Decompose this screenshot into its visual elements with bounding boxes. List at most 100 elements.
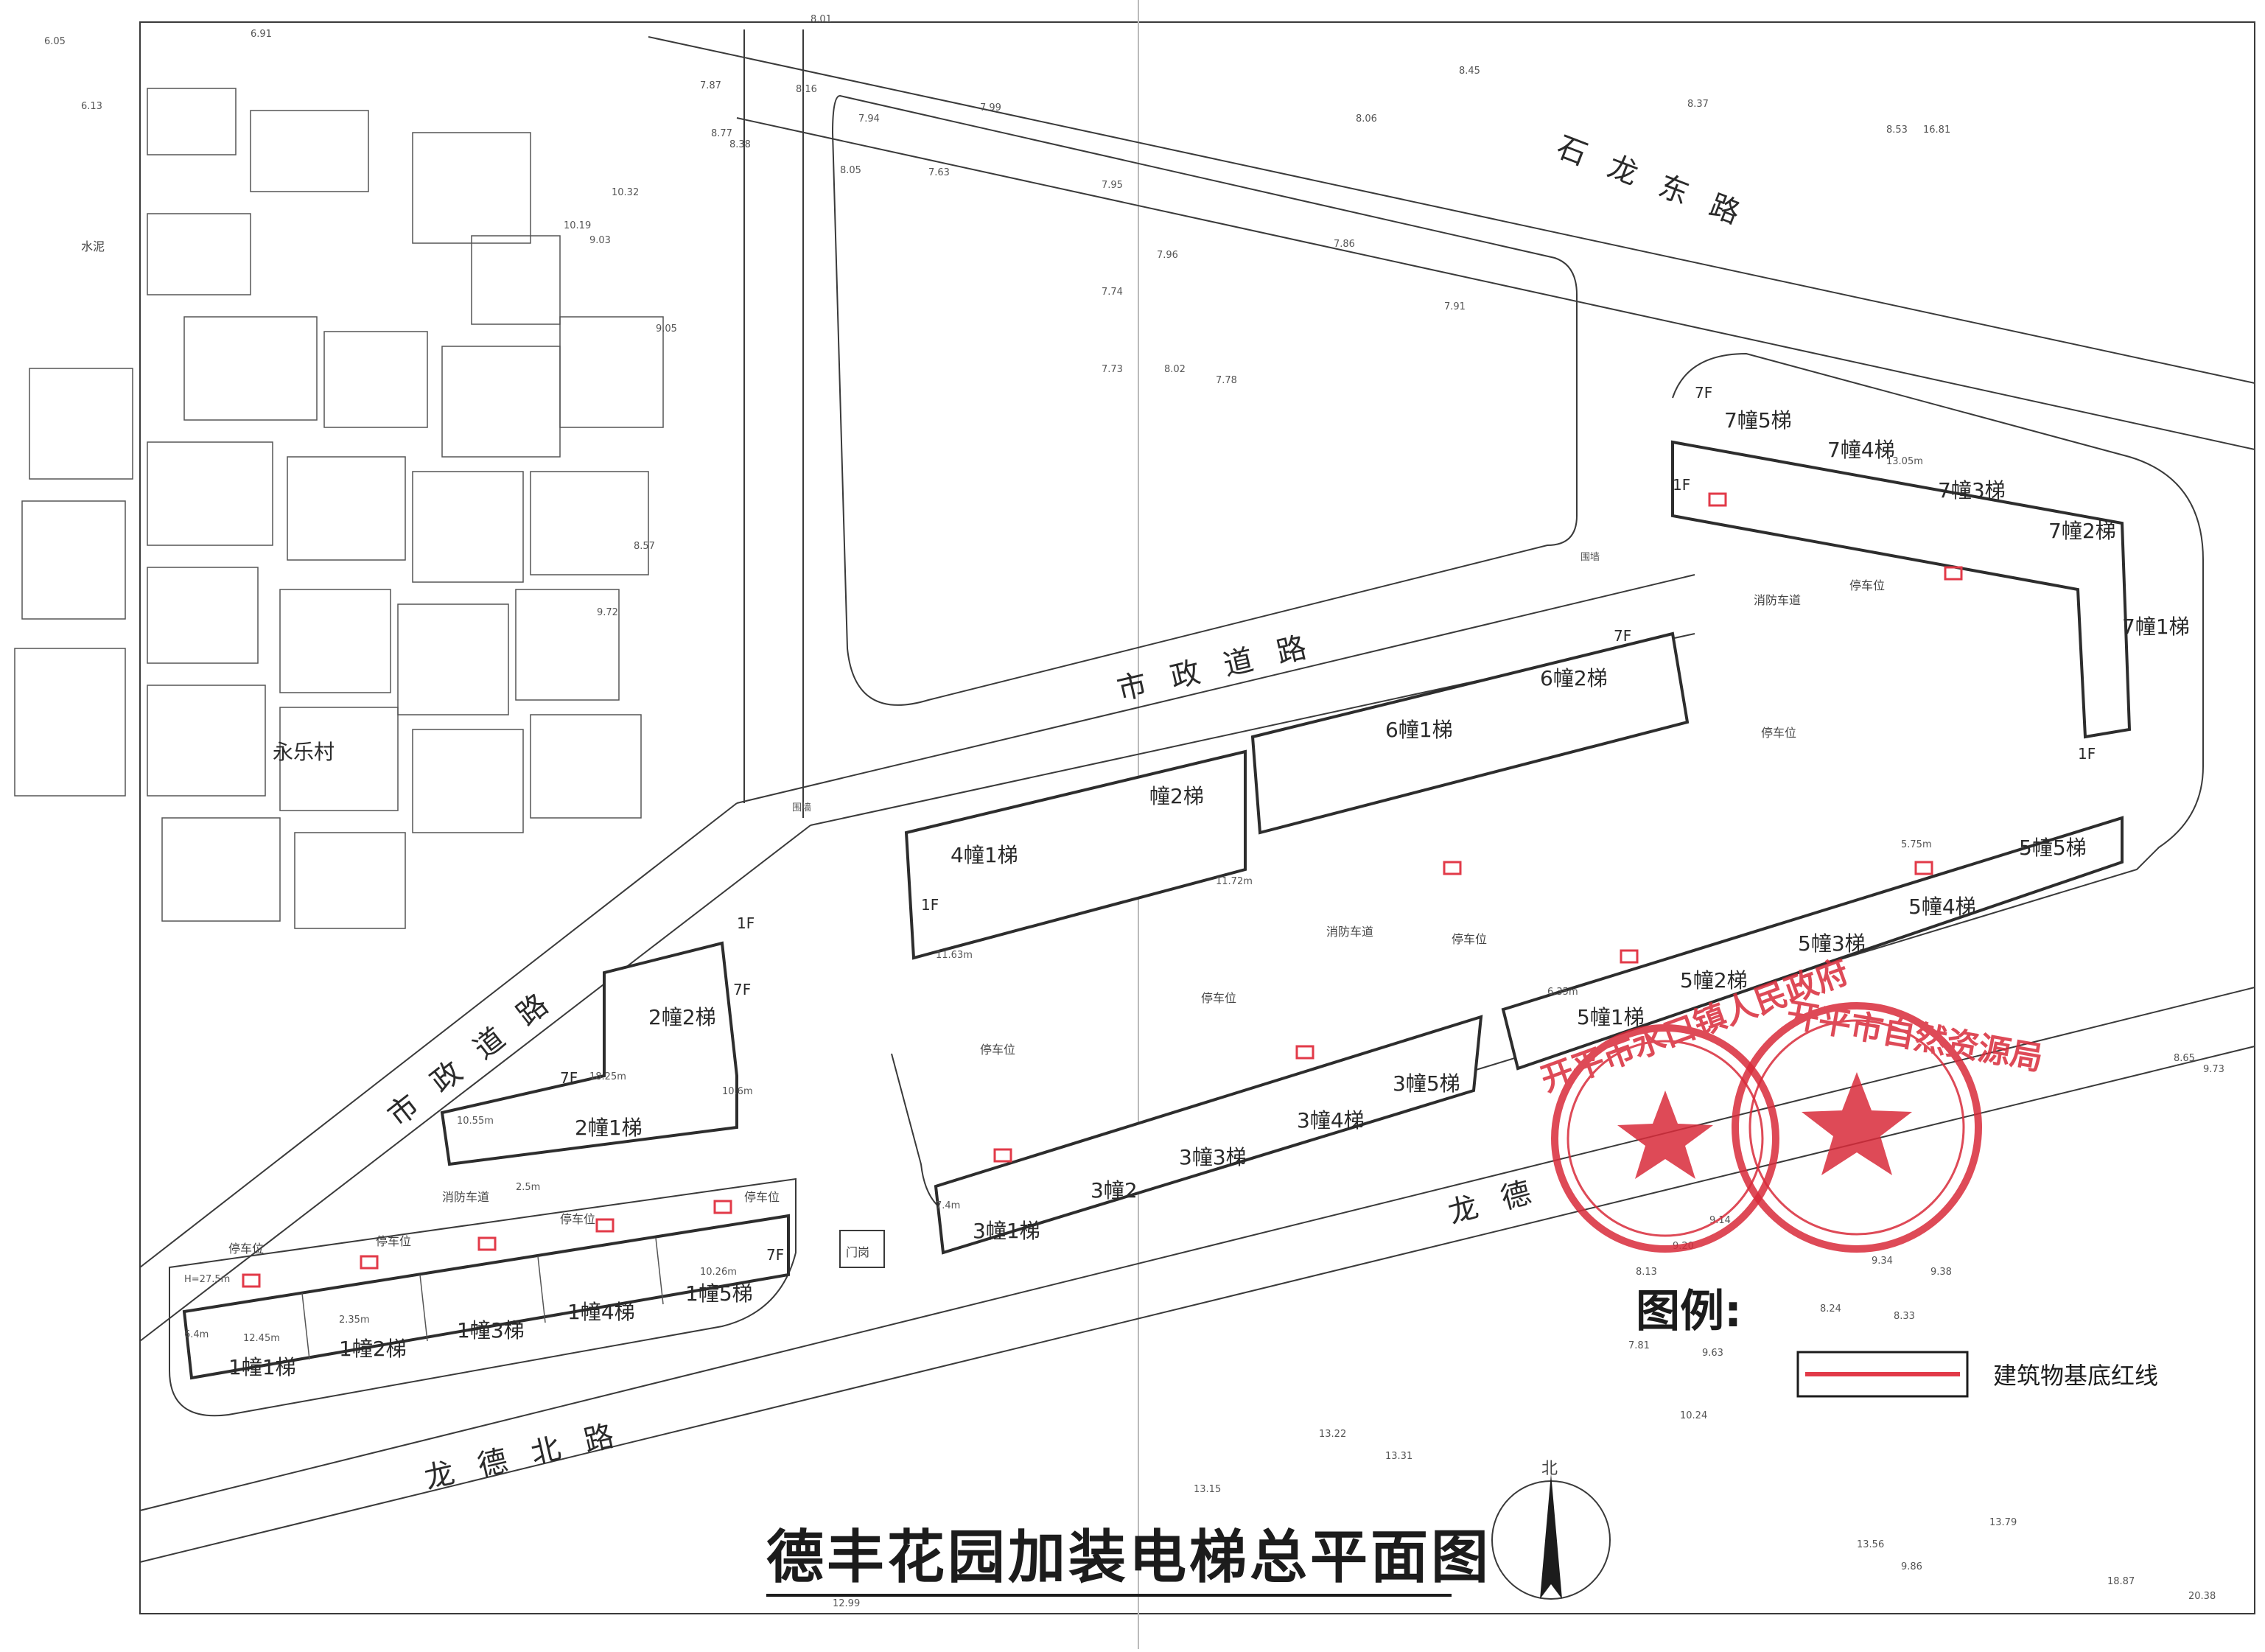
fire-lane-2: 消防车道 [1326,925,1373,939]
dim-1: 12.45m [243,1333,280,1344]
svg-text:10.32: 10.32 [612,187,639,198]
label-b5-3: 5幢3梯 [1798,931,1866,956]
svg-text:13.79: 13.79 [1989,1517,2017,1528]
label-b5-4: 5幢4梯 [1908,895,1976,919]
label-b3-5: 3幢5梯 [1393,1071,1460,1096]
svg-text:7.96: 7.96 [1157,250,1178,261]
svg-text:18.87: 18.87 [2107,1576,2135,1587]
building-7 [1671,440,2132,739]
parking-5: 停车位 [980,1043,1015,1057]
dim-9: 10.55m [457,1116,494,1127]
label-b7-4: 7幢4梯 [1827,438,1895,462]
label-b7-5: 7幢5梯 [1724,408,1792,433]
building-2 [440,941,738,1166]
floor-7f-3: 7F [733,981,751,998]
svg-text:6.05: 6.05 [44,36,66,47]
label-b6-1: 6幢1梯 [1385,718,1453,742]
label-b1-1: 1幢1梯 [228,1355,296,1379]
svg-text:13.31: 13.31 [1385,1451,1412,1462]
svg-text:9.38: 9.38 [1930,1267,1952,1278]
svg-text:7.74: 7.74 [1102,287,1123,298]
svg-text:9.72: 9.72 [597,607,618,618]
svg-text:9.03: 9.03 [589,235,611,246]
svg-text:8.13: 8.13 [1636,1267,1657,1278]
svg-text:8.53: 8.53 [1886,125,1908,136]
svg-text:9.63: 9.63 [1702,1348,1723,1359]
red-base-markers [242,492,1963,1288]
parking-1: 停车位 [228,1242,264,1256]
gate-box [839,1230,885,1268]
road-longde-north: 龙德北路 [421,1413,642,1495]
parking-8: 停车位 [1761,726,1796,740]
label-b7-2: 7幢2梯 [2048,519,2116,543]
svg-text:8.33: 8.33 [1894,1311,1915,1322]
label-b4-2: 幢2梯 [1149,784,1204,808]
svg-text:13.15: 13.15 [1194,1484,1221,1495]
label-b5-1: 5幢1梯 [1577,1005,1645,1029]
building-1 [182,1214,790,1380]
svg-text:9.34: 9.34 [1872,1256,1893,1267]
building-3 [934,1015,1483,1255]
road-municipal-center: 市政道路 [1114,625,1334,707]
village-blocks [14,88,664,929]
svg-text:7.78: 7.78 [1216,375,1237,386]
dim-2: 6.4m [184,1329,209,1340]
floor-7f-5: 7F [766,1246,784,1264]
building-5 [1501,816,2124,1071]
dim-11: 6.35m [1547,987,1578,998]
label-b2-1: 2幢1梯 [575,1116,643,1140]
svg-text:7.99: 7.99 [980,102,1001,113]
parking-4: 停车位 [744,1190,780,1204]
svg-text:7.91: 7.91 [1444,301,1466,312]
svg-text:8.65: 8.65 [2174,1053,2195,1064]
dim-15: H=27.5m [184,1274,230,1285]
label-b2-2: 2幢2梯 [648,1005,716,1029]
svg-text:20.38: 20.38 [2188,1591,2216,1602]
svg-text:8.45: 8.45 [1459,66,1480,77]
label-b3-3: 3幢3梯 [1179,1145,1247,1169]
cement-label: 水泥 [81,239,105,253]
label-b6-2: 6幢2梯 [1540,666,1608,690]
floor-7f-4: 7F [560,1069,578,1087]
svg-text:8.05: 8.05 [840,165,861,176]
svg-text:8.77: 8.77 [711,128,732,139]
floor-1f-4: 1F [921,896,939,914]
svg-text:13.22: 13.22 [1319,1429,1346,1440]
label-b3-1: 3幢1梯 [973,1219,1040,1243]
label-b5-2: 5幢2梯 [1680,968,1748,993]
label-b3-2: 3幢2 [1091,1178,1138,1203]
label-b4-1: 4幢1梯 [951,843,1018,867]
label-b7-1: 7幢1梯 [2122,615,2190,639]
floor-1f-1: 1F [1673,476,1690,494]
svg-text:7.63: 7.63 [928,167,950,178]
dim-7: 13.05m [1886,456,1923,467]
plan-title: 德丰花园加装电梯总平面图 [766,1525,1491,1591]
svg-text:8.02: 8.02 [1164,364,1186,375]
svg-text:8.38: 8.38 [729,139,751,150]
svg-text:9.73: 9.73 [2203,1064,2224,1075]
svg-text:开平市自然资源局: 开平市自然资源局 [1784,996,2046,1078]
fire-lane-1: 消防车道 [442,1190,489,1204]
svg-text:7.94: 7.94 [858,113,880,125]
stamp-natural-resources: 开平市自然资源局 [1732,996,2046,1253]
floor-1f-2: 1F [2078,745,2096,763]
svg-text:9.86: 9.86 [1901,1561,1922,1572]
parking-6: 停车位 [1201,991,1236,1005]
fence-label-2: 围墙 [1580,552,1600,563]
dim-3: 2.35m [339,1315,370,1326]
label-b1-3: 1幢3梯 [457,1318,525,1343]
building-6 [1250,631,1690,835]
floor-7f-1: 7F [1695,384,1712,402]
road-shilong-east: 石龙东路 [1552,130,1768,239]
parking-2: 停车位 [376,1234,411,1248]
svg-text:8.01: 8.01 [811,14,832,25]
gate-label: 门岗 [846,1245,869,1259]
map-frame [139,21,2255,1614]
village-label: 永乐村 [273,740,335,764]
north-label: 北 [1541,1460,1558,1478]
svg-text:10.24: 10.24 [1680,1410,1707,1421]
legend-item-redline: 建筑物基底红线 [1993,1362,2158,1390]
floor-7f-2: 7F [1614,627,1631,645]
parking-7: 停车位 [1452,932,1487,946]
